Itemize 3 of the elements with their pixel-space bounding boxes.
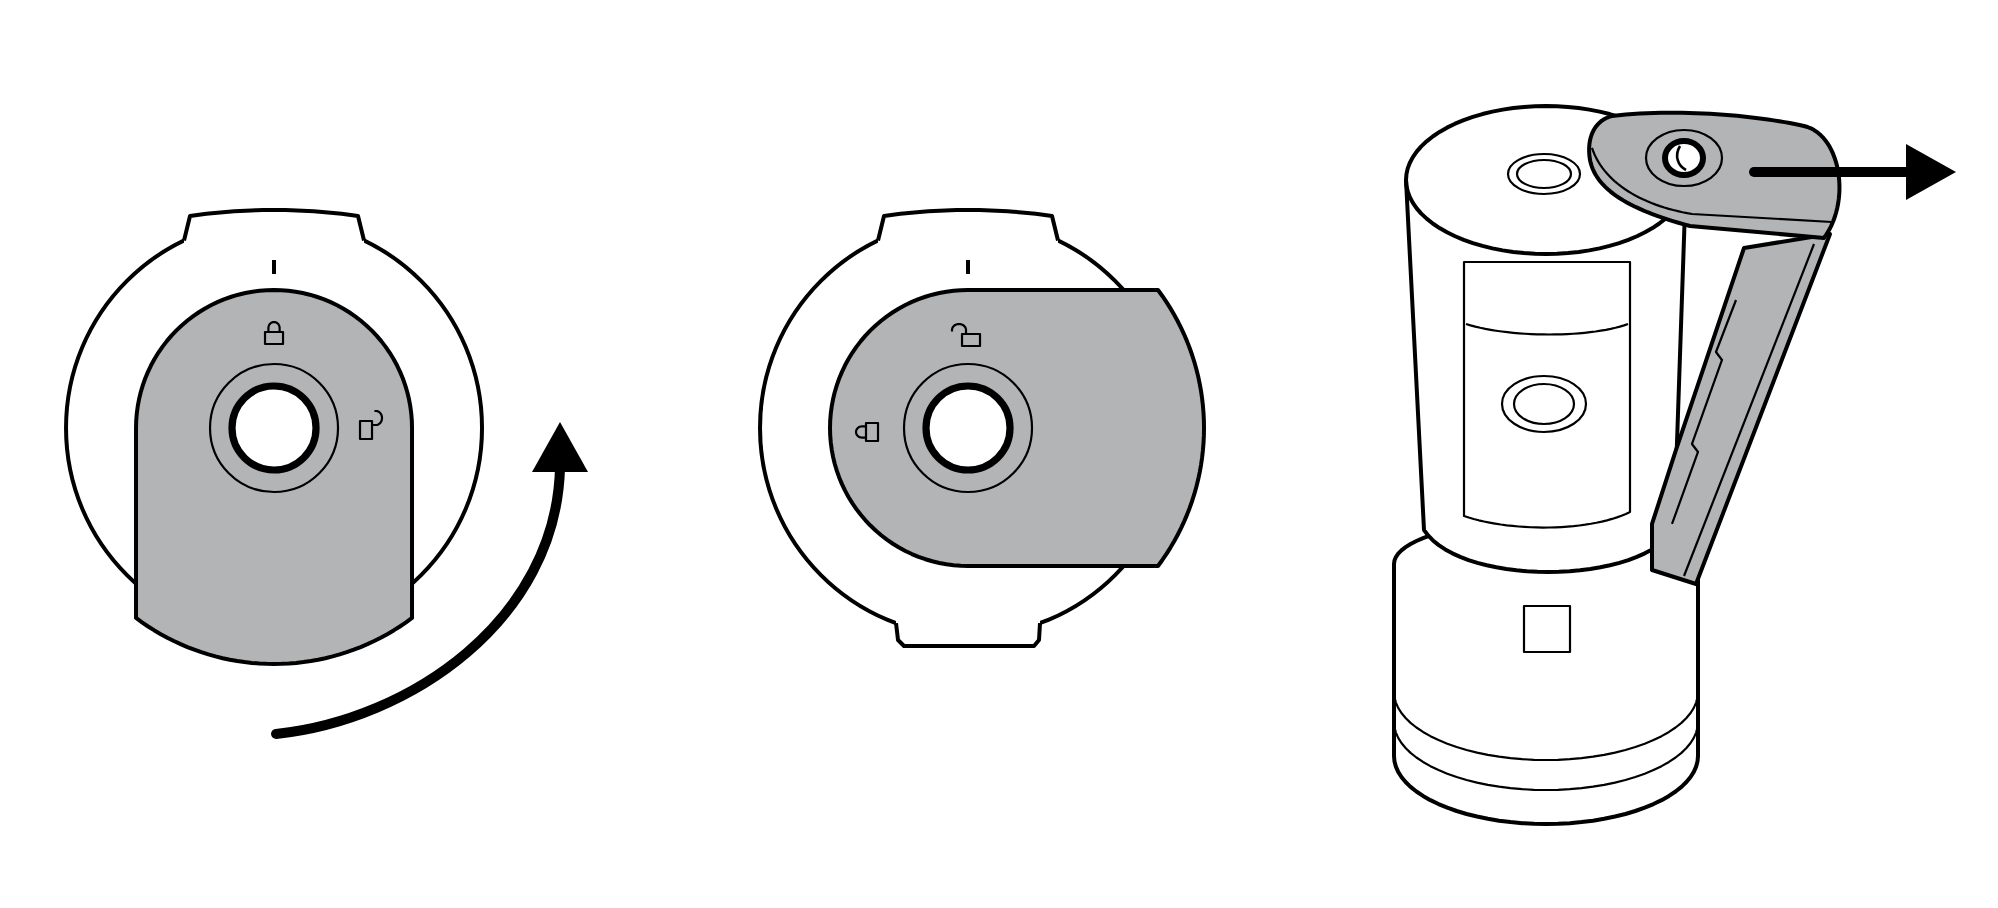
- camera-illustration: [1392, 104, 1842, 826]
- camera-mount-illustration: [64, 208, 484, 666]
- camera-mount-illustration: [758, 208, 1206, 648]
